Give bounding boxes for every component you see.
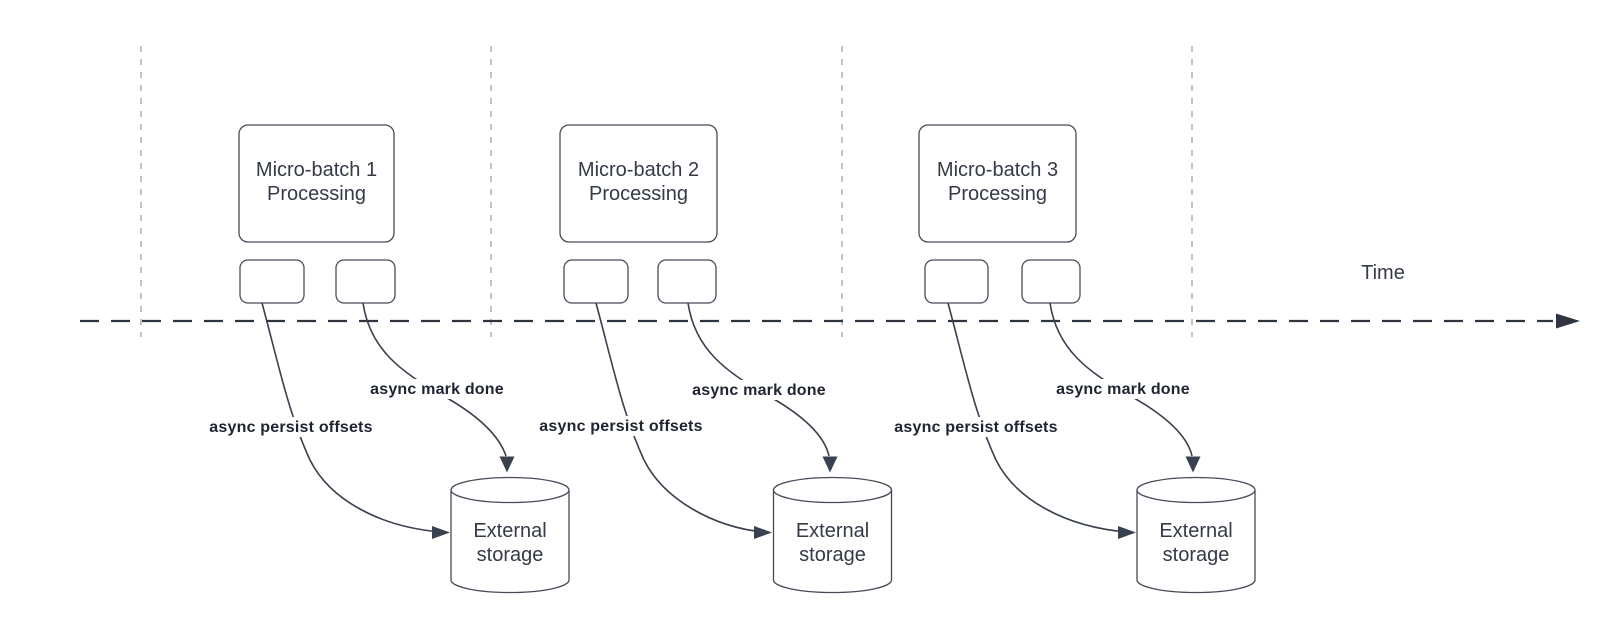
group3-mark-done-arrowhead-icon (1185, 456, 1201, 473)
group2-cylinder-body (772, 490, 893, 594)
group1-persist-label-bg (201, 417, 381, 437)
group3-cylinder-top (1136, 476, 1256, 504)
group1-persist-arrowhead-icon (432, 526, 450, 539)
group1-mark-done-label: async mark done (370, 381, 504, 398)
group3-cylinder-body (1136, 490, 1256, 594)
group1-mark-done-label-bg (365, 379, 509, 399)
group1-async-persist-offsets-arrow (261, 302, 442, 533)
micro-batch-1-box (238, 124, 395, 243)
micro-batch-2-box (559, 124, 718, 243)
micro-batch-3-box (918, 124, 1077, 243)
group3-persist-label-bg (886, 417, 1066, 437)
group3-async-persist-offsets-arrow (947, 302, 1128, 533)
group3-mark-done-label: async mark done (1056, 381, 1190, 398)
group2-mark-done-label-bg (687, 380, 831, 400)
group2-mark-done-label: async mark done (692, 382, 826, 399)
group2-async-persist-offsets-arrow (595, 302, 764, 533)
group1-task-box-right (335, 259, 396, 304)
time-axis-label: Time (1361, 262, 1405, 284)
group2-task-box-left (563, 259, 629, 304)
group2-cylinder-top (772, 476, 893, 504)
group2-mark-done-arrowhead-icon (822, 456, 838, 473)
group1-cylinder-top (450, 476, 570, 504)
group2-persist-label-bg (531, 416, 711, 436)
group1-persist-label: async persist offsets (209, 419, 372, 436)
group2-task-box-right (657, 259, 717, 304)
group3-task-box-left (924, 259, 989, 304)
group3-mark-done-label-bg (1051, 379, 1195, 399)
group3-persist-label: async persist offsets (894, 419, 1057, 436)
group1-task-box-left (239, 259, 305, 304)
group1-mark-done-arrowhead-icon (499, 456, 515, 473)
group1-cylinder-body (450, 490, 570, 594)
group2-persist-label: async persist offsets (539, 418, 702, 435)
group3-persist-arrowhead-icon (1118, 526, 1136, 539)
time-axis-arrowhead-icon (1556, 313, 1580, 329)
group2-persist-arrowhead-icon (754, 526, 772, 539)
group3-task-box-right (1021, 259, 1081, 304)
